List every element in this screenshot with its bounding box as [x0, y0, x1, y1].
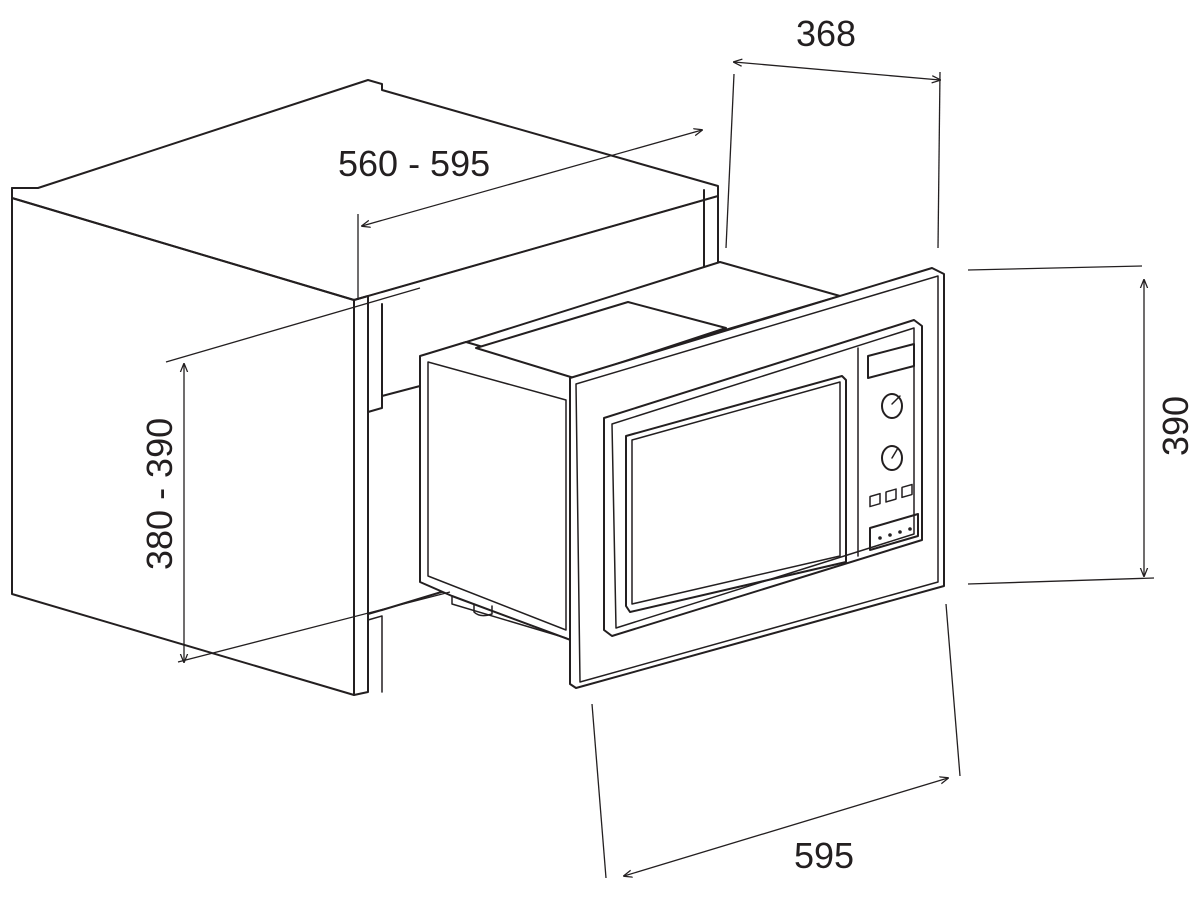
control-button-3 [901, 483, 913, 499]
depth-label: 368 [796, 13, 856, 54]
microwave-window-inner [631, 381, 841, 605]
niche-height-extension-bottom [177, 591, 451, 663]
microwave-front-frame-inner [575, 275, 939, 683]
height-label: 390 [1155, 396, 1196, 456]
control-display [867, 343, 915, 379]
microwave-side [419, 341, 577, 643]
width-label: 595 [794, 835, 854, 876]
width-extension-right [945, 603, 961, 777]
control-knob-top-pointer [891, 395, 901, 405]
depth-arrow-line [734, 62, 940, 80]
microwave-front-frame [569, 267, 945, 689]
microwave-side-inner [427, 361, 567, 631]
microwave-foot [473, 603, 493, 617]
cabinet-left-side [11, 187, 355, 696]
control-led-2 [888, 533, 892, 537]
dimension-height: 390 [967, 265, 1196, 585]
cabinet-right-side [703, 189, 719, 269]
microwave-bottom-edge [451, 595, 567, 639]
control-keypad [869, 513, 919, 551]
niche-width-arrow-line [362, 130, 702, 226]
niche-height-label: 380 - 390 [139, 418, 180, 570]
depth-extension-left [725, 73, 735, 249]
control-button-2 [885, 488, 897, 503]
microwave [419, 261, 945, 689]
microwave-window [625, 375, 847, 613]
dimension-niche-height: 380 - 390 [139, 287, 451, 663]
control-led-1 [878, 536, 882, 540]
control-knob-bottom-pointer [891, 447, 899, 459]
cabinet-shelf-lower [367, 615, 383, 693]
microwave-door-inner [611, 327, 915, 629]
control-led-3 [898, 530, 902, 534]
microwave-door [603, 319, 923, 637]
control-button-1 [869, 492, 881, 508]
height-extension-top [967, 265, 1143, 271]
niche-height-extension-top [165, 287, 421, 363]
dimension-niche-width: 560 - 595 [338, 130, 702, 300]
width-arrow-line [624, 778, 948, 876]
cabinet-front-edge [353, 295, 369, 696]
control-knob-bottom [881, 445, 903, 471]
microwave-top-plate [475, 301, 727, 379]
width-extension-left [591, 703, 607, 879]
cabinet-top-panel [11, 79, 719, 301]
niche-width-label: 560 - 595 [338, 143, 490, 184]
control-led-4 [908, 527, 912, 531]
depth-extension-right [937, 71, 941, 249]
height-extension-bottom [967, 577, 1155, 585]
dimension-depth: 368 [725, 13, 941, 249]
control-knob-top [881, 393, 903, 419]
dimension-width: 595 [591, 603, 961, 879]
